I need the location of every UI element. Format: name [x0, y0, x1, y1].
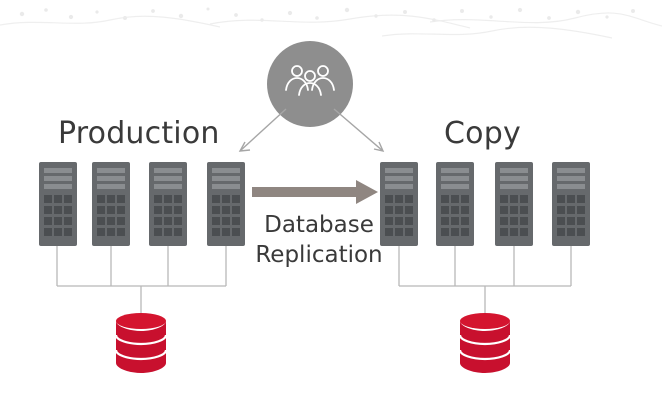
- server-rack-icon: [39, 162, 77, 246]
- server-rack-icon: [436, 162, 474, 246]
- production-servers: [39, 162, 245, 246]
- server-rack-icon: [380, 162, 418, 246]
- database-replication-label: Database Replication: [240, 210, 398, 270]
- top-background-texture: [0, 0, 662, 44]
- copy-label: Copy: [444, 116, 521, 151]
- database-replication-line-1: Database: [264, 212, 374, 238]
- server-rack-icon: [92, 162, 130, 246]
- production-label: Production: [58, 116, 220, 151]
- users-group-icon: [285, 65, 335, 96]
- users-connectors: [238, 108, 385, 152]
- server-rack-icon: [207, 162, 245, 246]
- server-rack-icon: [552, 162, 590, 246]
- server-rack-icon: [149, 162, 187, 246]
- replication-arrow-shaft: [252, 187, 358, 197]
- replication-arrow-head: [356, 180, 378, 204]
- production-database-icon: [114, 313, 168, 373]
- copy-servers: [380, 162, 590, 246]
- copy-connectors: [398, 246, 572, 314]
- users-group: [267, 41, 353, 127]
- copy-database-icon: [458, 313, 512, 373]
- replication-arrow: [252, 180, 378, 204]
- server-rack-icon: [495, 162, 533, 246]
- database-replication-line-2: Replication: [255, 242, 383, 268]
- production-connectors: [56, 246, 227, 314]
- users-circle: [267, 41, 353, 127]
